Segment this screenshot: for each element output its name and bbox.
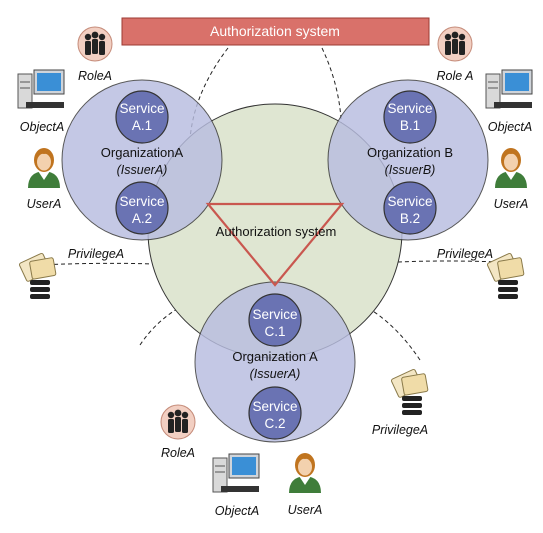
svg-text:Service: Service: [387, 101, 432, 116]
object-left-label: ObjectA: [20, 120, 64, 134]
svg-text:Service: Service: [387, 194, 432, 209]
organization-circle-left: [61, 79, 223, 241]
svg-text:Service: Service: [119, 194, 164, 209]
central-authorization-label: Authorization system: [216, 224, 337, 239]
user-icon: [28, 148, 60, 188]
user-icon: [289, 453, 321, 493]
role-group-icon: [77, 26, 113, 62]
privilege-left-label: PrivilegeA: [68, 247, 124, 261]
svg-text:C.1: C.1: [264, 324, 285, 339]
organization-right-name: Organization B: [367, 145, 453, 160]
computer-icon: [212, 453, 260, 493]
user-bottom-label: UserA: [288, 503, 323, 517]
privilege-lock-icon: [390, 368, 429, 416]
svg-text:A.1: A.1: [132, 118, 152, 133]
service-b2: Service B.2: [383, 181, 437, 235]
svg-text:B.1: B.1: [400, 118, 420, 133]
service-a2: Service A.2: [115, 181, 169, 235]
svg-text:Service: Service: [252, 307, 297, 322]
user-left-label: UserA: [27, 197, 62, 211]
privilege-right-label: PrivilegeA: [437, 247, 493, 261]
organization-circle-right: [327, 79, 489, 241]
object-right-label: ObjectA: [488, 120, 532, 134]
privilege-bottom-label: PrivilegeA: [372, 423, 428, 437]
service-c1: Service C.1: [248, 293, 302, 347]
svg-text:Service: Service: [252, 399, 297, 414]
organization-bottom-issuer: (IssuerA): [250, 367, 301, 381]
svg-text:B.2: B.2: [400, 211, 420, 226]
svg-text:Service: Service: [119, 101, 164, 116]
organization-circle-bottom: [194, 281, 356, 443]
role-right-label: Role A: [436, 69, 473, 83]
user-icon: [495, 148, 527, 188]
object-bottom-label: ObjectA: [215, 504, 259, 518]
privilege-lock-icon: [18, 252, 57, 300]
computer-icon: [17, 69, 65, 109]
role-group-icon: [437, 26, 473, 62]
role-bottom-label: RoleA: [161, 446, 195, 460]
organization-left-name: OrganizationA: [101, 145, 184, 160]
authorization-system-banner: Authorization system: [121, 17, 430, 46]
trust-triangle: [205, 202, 345, 287]
svg-text:C.2: C.2: [264, 416, 285, 431]
organization-bottom-name: Organization A: [232, 349, 318, 364]
svg-text:A.2: A.2: [132, 211, 152, 226]
svg-text:Authorization system: Authorization system: [210, 23, 340, 39]
service-b1: Service B.1: [383, 90, 437, 144]
service-c2: Service C.2: [248, 386, 302, 440]
organization-left-issuer: (IssuerA): [117, 163, 168, 177]
service-a1: Service A.1: [115, 90, 169, 144]
role-group-icon: [160, 404, 196, 440]
role-left-label: RoleA: [78, 69, 112, 83]
organization-right-issuer: (IssuerB): [385, 163, 436, 177]
user-right-label: UserA: [494, 197, 529, 211]
computer-icon: [485, 69, 533, 109]
